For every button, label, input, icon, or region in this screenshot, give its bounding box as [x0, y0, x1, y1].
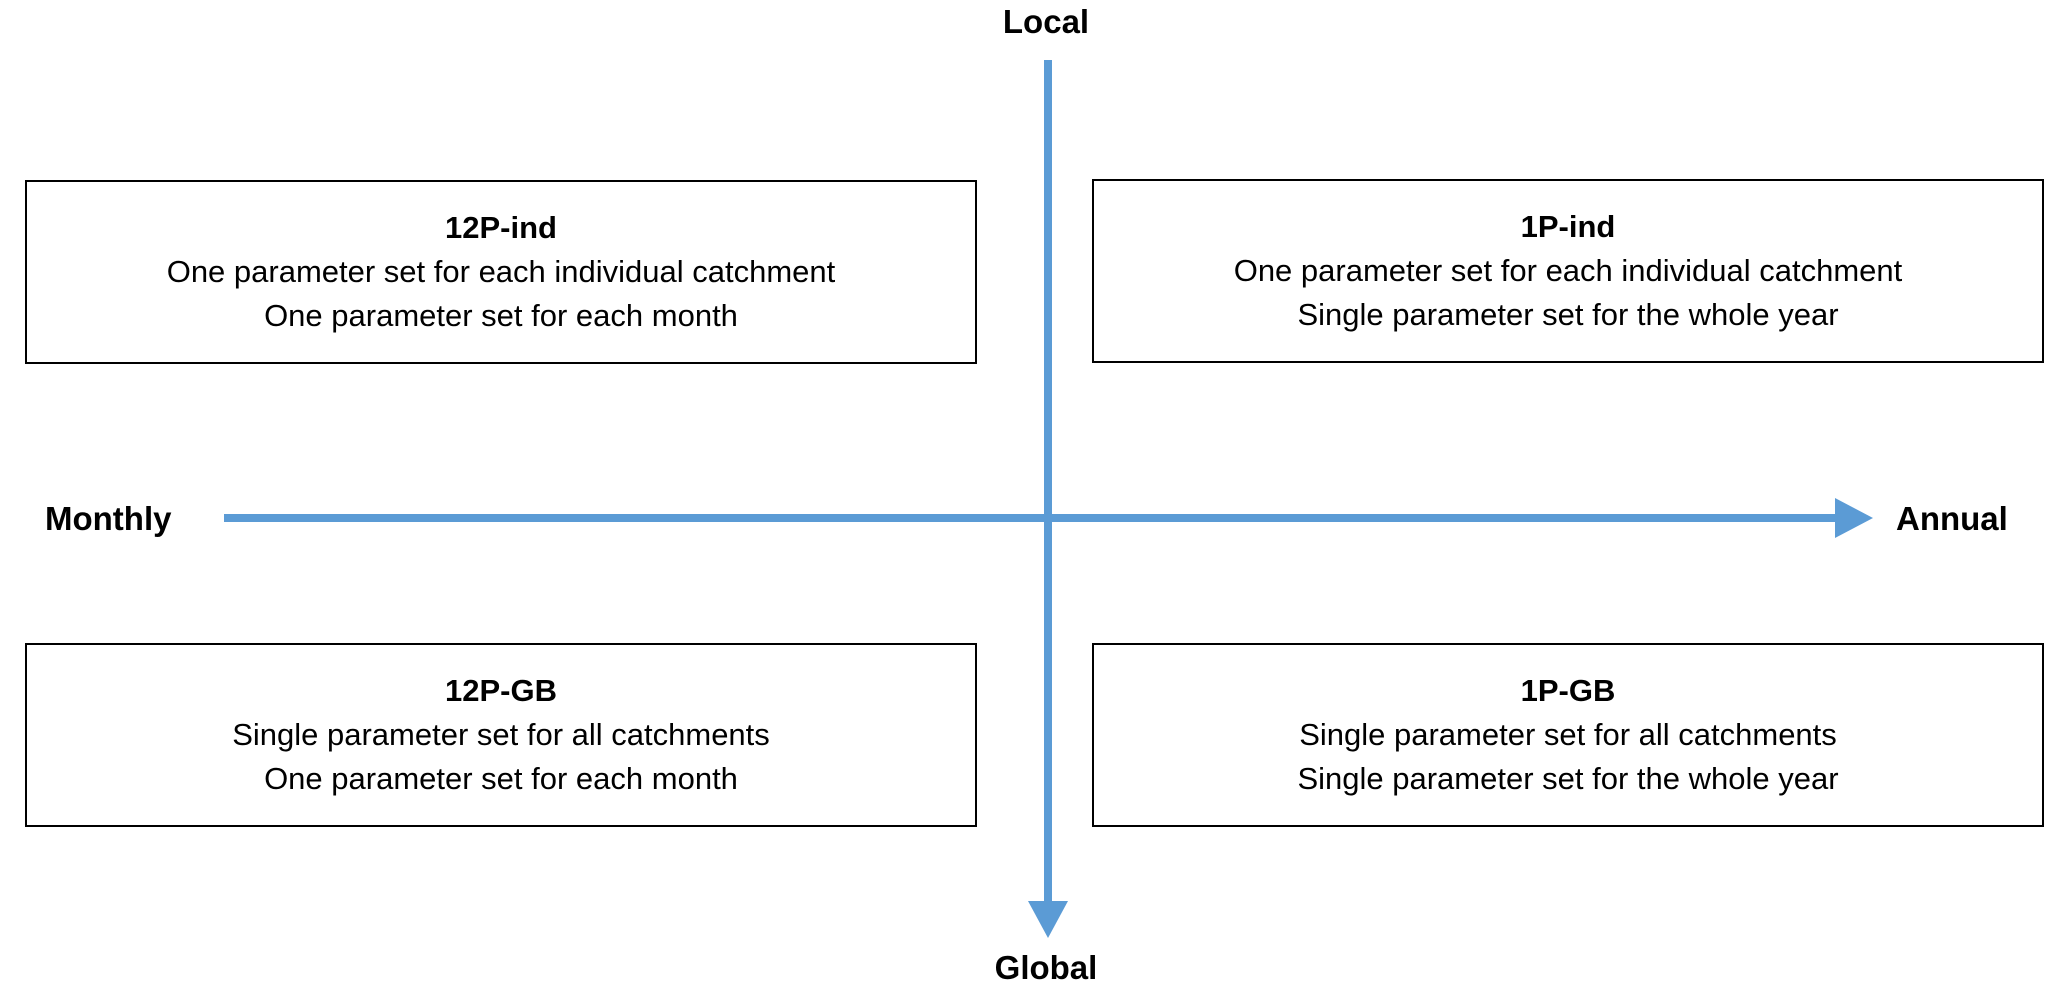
quadrant-title: 1P-GB [1520, 673, 1616, 708]
quadrant-title: 12P-GB [445, 673, 557, 708]
quadrant-box-1p-ind: 1P-ind One parameter set for each indivi… [1092, 179, 2044, 363]
vertical-axis-line [1044, 60, 1052, 901]
quadrant-description-line: One parameter set for each month [264, 761, 738, 796]
horizontal-axis-line [224, 514, 1836, 522]
quadrant-description-line: Single parameter set for the whole year [1297, 761, 1839, 796]
quadrant-title: 1P-ind [1520, 209, 1616, 244]
axis-label-global: Global [994, 949, 1098, 986]
arrow-right-icon [1835, 498, 1873, 538]
quadrant-title: 12P-ind [445, 210, 557, 245]
axis-label-annual: Annual [1896, 500, 2008, 537]
quadrant-description-line: Single parameter set for all catchments [232, 717, 770, 752]
quadrant-description-line: One parameter set for each month [264, 298, 738, 333]
arrow-down-icon [1028, 901, 1068, 938]
quadrant-box-1p-gb: 1P-GB Single parameter set for all catch… [1092, 643, 2044, 827]
quadrant-description-line: One parameter set for each individual ca… [166, 254, 836, 289]
quadrant-box-12p-gb: 12P-GB Single parameter set for all catc… [25, 643, 977, 827]
quadrant-description-line: One parameter set for each individual ca… [1233, 253, 1903, 288]
axis-label-local: Local [1002, 3, 1090, 40]
quadrant-description-line: Single parameter set for the whole year [1297, 297, 1839, 332]
axis-label-monthly: Monthly [45, 500, 172, 537]
quadrant-description-line: Single parameter set for all catchments [1299, 717, 1837, 752]
quadrant-box-12p-ind: 12P-ind One parameter set for each indiv… [25, 180, 977, 364]
